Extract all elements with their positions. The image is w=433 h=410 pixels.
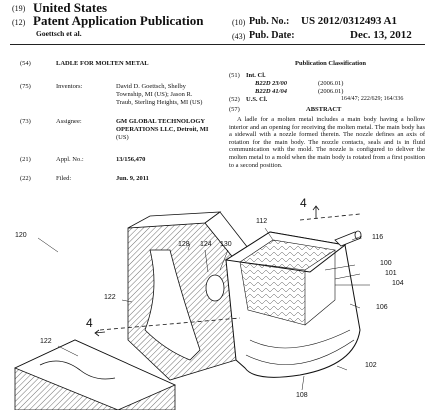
appl-no: 13/156,470 bbox=[116, 156, 146, 163]
mold-base bbox=[14, 339, 176, 410]
document-type-heading: Patent Application Publication bbox=[33, 13, 204, 28]
inid-21: (21) bbox=[20, 156, 31, 163]
ref-122-lower: 122 bbox=[40, 338, 52, 345]
int-cl-label: Int. Cl. bbox=[246, 72, 266, 79]
header-rule bbox=[10, 44, 425, 45]
inventors-line3: Traub, Sterling Heights, MI (US) bbox=[116, 99, 203, 106]
ref-128: 128 bbox=[178, 241, 190, 248]
us-cl-value: 164/47; 222/629; 164/336 bbox=[341, 96, 404, 102]
section-line-bottom bbox=[94, 317, 241, 337]
ref-102: 102 bbox=[365, 362, 377, 369]
authors: Goettsch et al. bbox=[36, 29, 82, 38]
assignee-label: Assignee: bbox=[56, 118, 82, 125]
classification-heading: Publication Classification bbox=[295, 60, 366, 67]
abstract-heading: ABSTRACT bbox=[306, 106, 342, 113]
inid-12: (12) bbox=[12, 18, 26, 27]
inventors-line2: Township, MI (US); Jason R. bbox=[116, 91, 193, 98]
ref-100: 100 bbox=[380, 260, 392, 267]
title: LADLE FOR MOLTEN METAL bbox=[56, 60, 149, 67]
country-heading: United States bbox=[33, 0, 108, 15]
inid-43: (43) bbox=[232, 32, 246, 41]
inid-54: (54) bbox=[20, 60, 31, 67]
leader-lines bbox=[37, 227, 370, 391]
assignee-line3: (US) bbox=[116, 134, 129, 141]
inid-57: (57) bbox=[229, 106, 240, 113]
ref-116: 116 bbox=[372, 234, 384, 241]
ref-4-bottom: 4 bbox=[86, 316, 93, 330]
ref-120: 120 bbox=[15, 232, 27, 239]
int-cl-2: B22D 41/04 bbox=[255, 88, 287, 95]
abstract-text: A ladle for a molten metal includes a ma… bbox=[229, 116, 425, 169]
mold-block bbox=[127, 211, 249, 381]
inid-52: (52) bbox=[229, 96, 240, 103]
inid-73: (73) bbox=[20, 118, 31, 125]
inid-51: (51) bbox=[229, 72, 240, 79]
ref-104: 104 bbox=[392, 280, 404, 287]
int-cl-1-date: (2006.01) bbox=[318, 80, 344, 87]
filed-date: Jun. 9, 2011 bbox=[116, 175, 149, 182]
ref-106: 106 bbox=[376, 304, 388, 311]
ref-122-upper: 122 bbox=[104, 294, 116, 301]
inid-75: (75) bbox=[20, 83, 31, 90]
ref-124: 124 bbox=[200, 241, 212, 248]
pub-no: US 2012/0312493 A1 bbox=[301, 15, 397, 27]
pub-date: Dec. 13, 2012 bbox=[350, 29, 412, 41]
section-line-top bbox=[299, 205, 361, 221]
pub-no-label: Pub. No.: bbox=[249, 16, 290, 27]
inventors-line1: David D. Goettsch, Shelby bbox=[116, 83, 186, 90]
filed-label: Filed: bbox=[56, 175, 72, 182]
pub-date-label: Pub. Date: bbox=[249, 30, 295, 41]
assignee-line1: GM GLOBAL TECHNOLOGY bbox=[116, 118, 206, 125]
ref-130: 130 bbox=[220, 241, 232, 248]
assignee-line2: OPERATIONS LLC, Detroit, MI bbox=[116, 126, 209, 133]
ladle-body bbox=[224, 230, 362, 378]
ref-108: 108 bbox=[296, 392, 308, 399]
ref-101: 101 bbox=[385, 270, 397, 277]
ladle-drawing bbox=[14, 205, 370, 410]
appl-no-label: Appl. No.: bbox=[56, 156, 84, 163]
inid-10: (10) bbox=[232, 18, 246, 27]
inid-22: (22) bbox=[20, 175, 31, 182]
inid-19: (19) bbox=[12, 4, 26, 13]
ref-4-top: 4 bbox=[300, 196, 307, 210]
int-cl-1: B22D 23/00 bbox=[255, 80, 287, 87]
ref-112: 112 bbox=[256, 218, 268, 225]
inventors-label: Inventors: bbox=[56, 83, 83, 90]
int-cl-2-date: (2006.01) bbox=[318, 88, 344, 95]
us-cl-label: U.S. Cl. bbox=[246, 96, 268, 103]
